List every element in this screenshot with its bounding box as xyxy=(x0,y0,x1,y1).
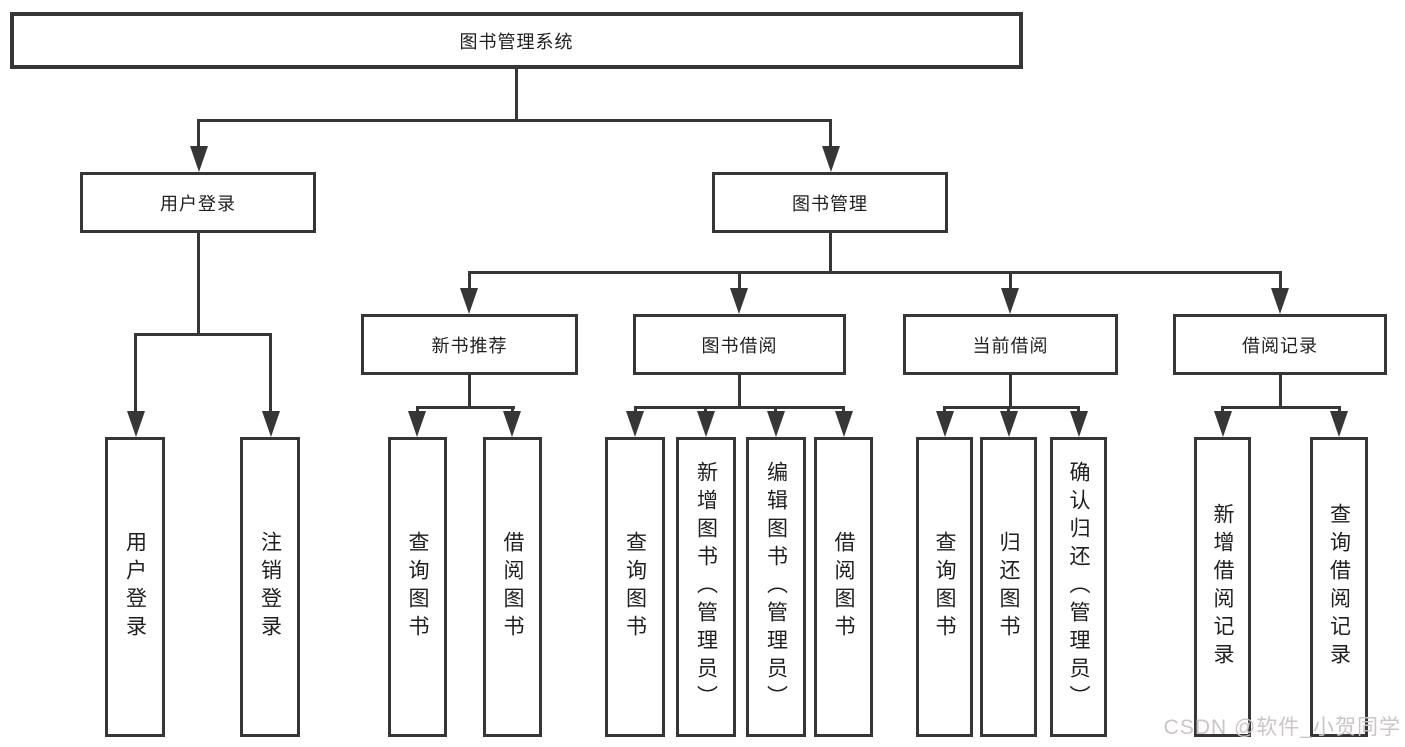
connector-rail xyxy=(134,333,272,336)
connector-line xyxy=(943,406,946,413)
connector-line xyxy=(1338,406,1341,413)
node-library-management-system: 图书管理系统 xyxy=(10,12,1023,69)
connector-line xyxy=(842,406,845,413)
leaf-label: 新增图书（管理员） xyxy=(694,461,718,713)
arrow-down-icon xyxy=(1271,288,1289,314)
connector-line xyxy=(829,119,832,148)
connector-line xyxy=(1279,375,1282,409)
leaf-query-borrow-record: 查询借阅记录 xyxy=(1310,437,1368,737)
arrow-down-icon xyxy=(626,411,644,437)
connector-line xyxy=(416,406,419,413)
node-label: 借阅记录 xyxy=(1242,335,1318,356)
leaf-add-book-admin: 新增图书（管理员） xyxy=(676,437,736,737)
arrow-down-icon xyxy=(697,411,715,437)
leaf-label: 查询图书 xyxy=(406,531,430,643)
connector-line xyxy=(738,271,741,290)
arrow-down-icon xyxy=(730,288,748,314)
arrow-down-icon xyxy=(1000,411,1018,437)
leaf-borrow-books: 借阅图书 xyxy=(814,437,873,737)
leaf-label: 用户登录 xyxy=(123,531,147,643)
node-label: 当前借阅 xyxy=(972,335,1049,356)
connector-line xyxy=(1007,406,1010,413)
node-label: 图书借阅 xyxy=(701,335,778,356)
connector-line xyxy=(197,119,200,148)
arrow-down-icon xyxy=(503,411,521,437)
leaf-return-book: 归还图书 xyxy=(980,437,1037,737)
arrow-down-icon xyxy=(190,146,208,172)
connector-rail xyxy=(468,271,1282,274)
node-label: 图书管理 xyxy=(792,193,868,214)
connector-line xyxy=(829,233,832,274)
leaf-label: 确认归还（管理员） xyxy=(1067,461,1091,713)
connector-rail xyxy=(197,119,832,122)
connector-line xyxy=(515,69,518,120)
connector-line xyxy=(468,271,471,290)
connector-line xyxy=(704,406,707,413)
leaf-user-login: 用户登录 xyxy=(105,437,165,737)
node-label: 新书推荐 xyxy=(431,335,508,356)
connector-line xyxy=(1221,406,1224,413)
connector-line xyxy=(738,375,741,409)
arrow-down-icon xyxy=(822,146,840,172)
leaf-label: 借阅图书 xyxy=(501,531,525,643)
arrow-down-icon xyxy=(1214,411,1232,437)
leaf-label: 归还图书 xyxy=(997,531,1021,643)
node-user-login: 用户登录 xyxy=(80,172,316,233)
connector-line xyxy=(1279,271,1282,290)
connector-line xyxy=(1009,375,1012,409)
connector-line xyxy=(468,375,471,409)
node-label: 图书管理系统 xyxy=(459,31,574,52)
connector-line xyxy=(634,406,637,413)
node-book-borrowing: 图书借阅 xyxy=(633,314,846,375)
leaf-label: 新增借阅记录 xyxy=(1211,503,1235,671)
node-current-borrowing: 当前借阅 xyxy=(903,314,1118,375)
connector-rail xyxy=(1221,406,1341,409)
connector-rail xyxy=(416,406,515,409)
node-borrowing-records: 借阅记录 xyxy=(1173,314,1387,375)
leaf-query-books-recommend: 查询图书 xyxy=(388,437,447,737)
arrow-down-icon xyxy=(460,288,478,314)
connector-line xyxy=(774,406,777,413)
leaf-label: 借阅图书 xyxy=(832,531,856,643)
arrow-down-icon xyxy=(767,411,785,437)
arrow-down-icon xyxy=(835,411,853,437)
arrow-down-icon xyxy=(1070,411,1088,437)
connector-rail xyxy=(634,406,845,409)
leaf-borrow-books-recommend: 借阅图书 xyxy=(483,437,542,737)
node-book-management: 图书管理 xyxy=(712,172,948,233)
connector-line xyxy=(269,333,272,413)
arrow-down-icon xyxy=(936,411,954,437)
connector-line xyxy=(1077,406,1080,413)
arrow-down-icon xyxy=(127,411,145,437)
connector-line xyxy=(134,333,137,413)
leaf-add-borrow-record: 新增借阅记录 xyxy=(1194,437,1251,737)
arrow-down-icon xyxy=(408,411,426,437)
leaf-label: 查询借阅记录 xyxy=(1327,503,1351,671)
leaf-label: 注销登录 xyxy=(258,531,282,643)
leaf-label: 编辑图书（管理员） xyxy=(764,461,788,713)
leaf-query-books-current: 查询图书 xyxy=(916,437,973,737)
node-new-book-recommendation: 新书推荐 xyxy=(361,314,578,375)
connector-line xyxy=(1009,271,1012,290)
leaf-confirm-return-admin: 确认归还（管理员） xyxy=(1050,437,1107,737)
connector-line xyxy=(511,406,514,413)
connector-line xyxy=(197,233,200,336)
arrow-down-icon xyxy=(1001,288,1019,314)
leaf-logout: 注销登录 xyxy=(240,437,300,737)
connector-rail xyxy=(943,406,1080,409)
arrow-down-icon xyxy=(1330,411,1348,437)
csdn-watermark: CSDN @软件_小贺同学 xyxy=(1163,716,1401,739)
leaf-edit-book-admin: 编辑图书（管理员） xyxy=(746,437,806,737)
leaf-label: 查询图书 xyxy=(623,531,647,643)
leaf-query-books-borrow: 查询图书 xyxy=(605,437,665,737)
arrow-down-icon xyxy=(262,411,280,437)
leaf-label: 查询图书 xyxy=(933,531,957,643)
node-label: 用户登录 xyxy=(160,193,236,214)
